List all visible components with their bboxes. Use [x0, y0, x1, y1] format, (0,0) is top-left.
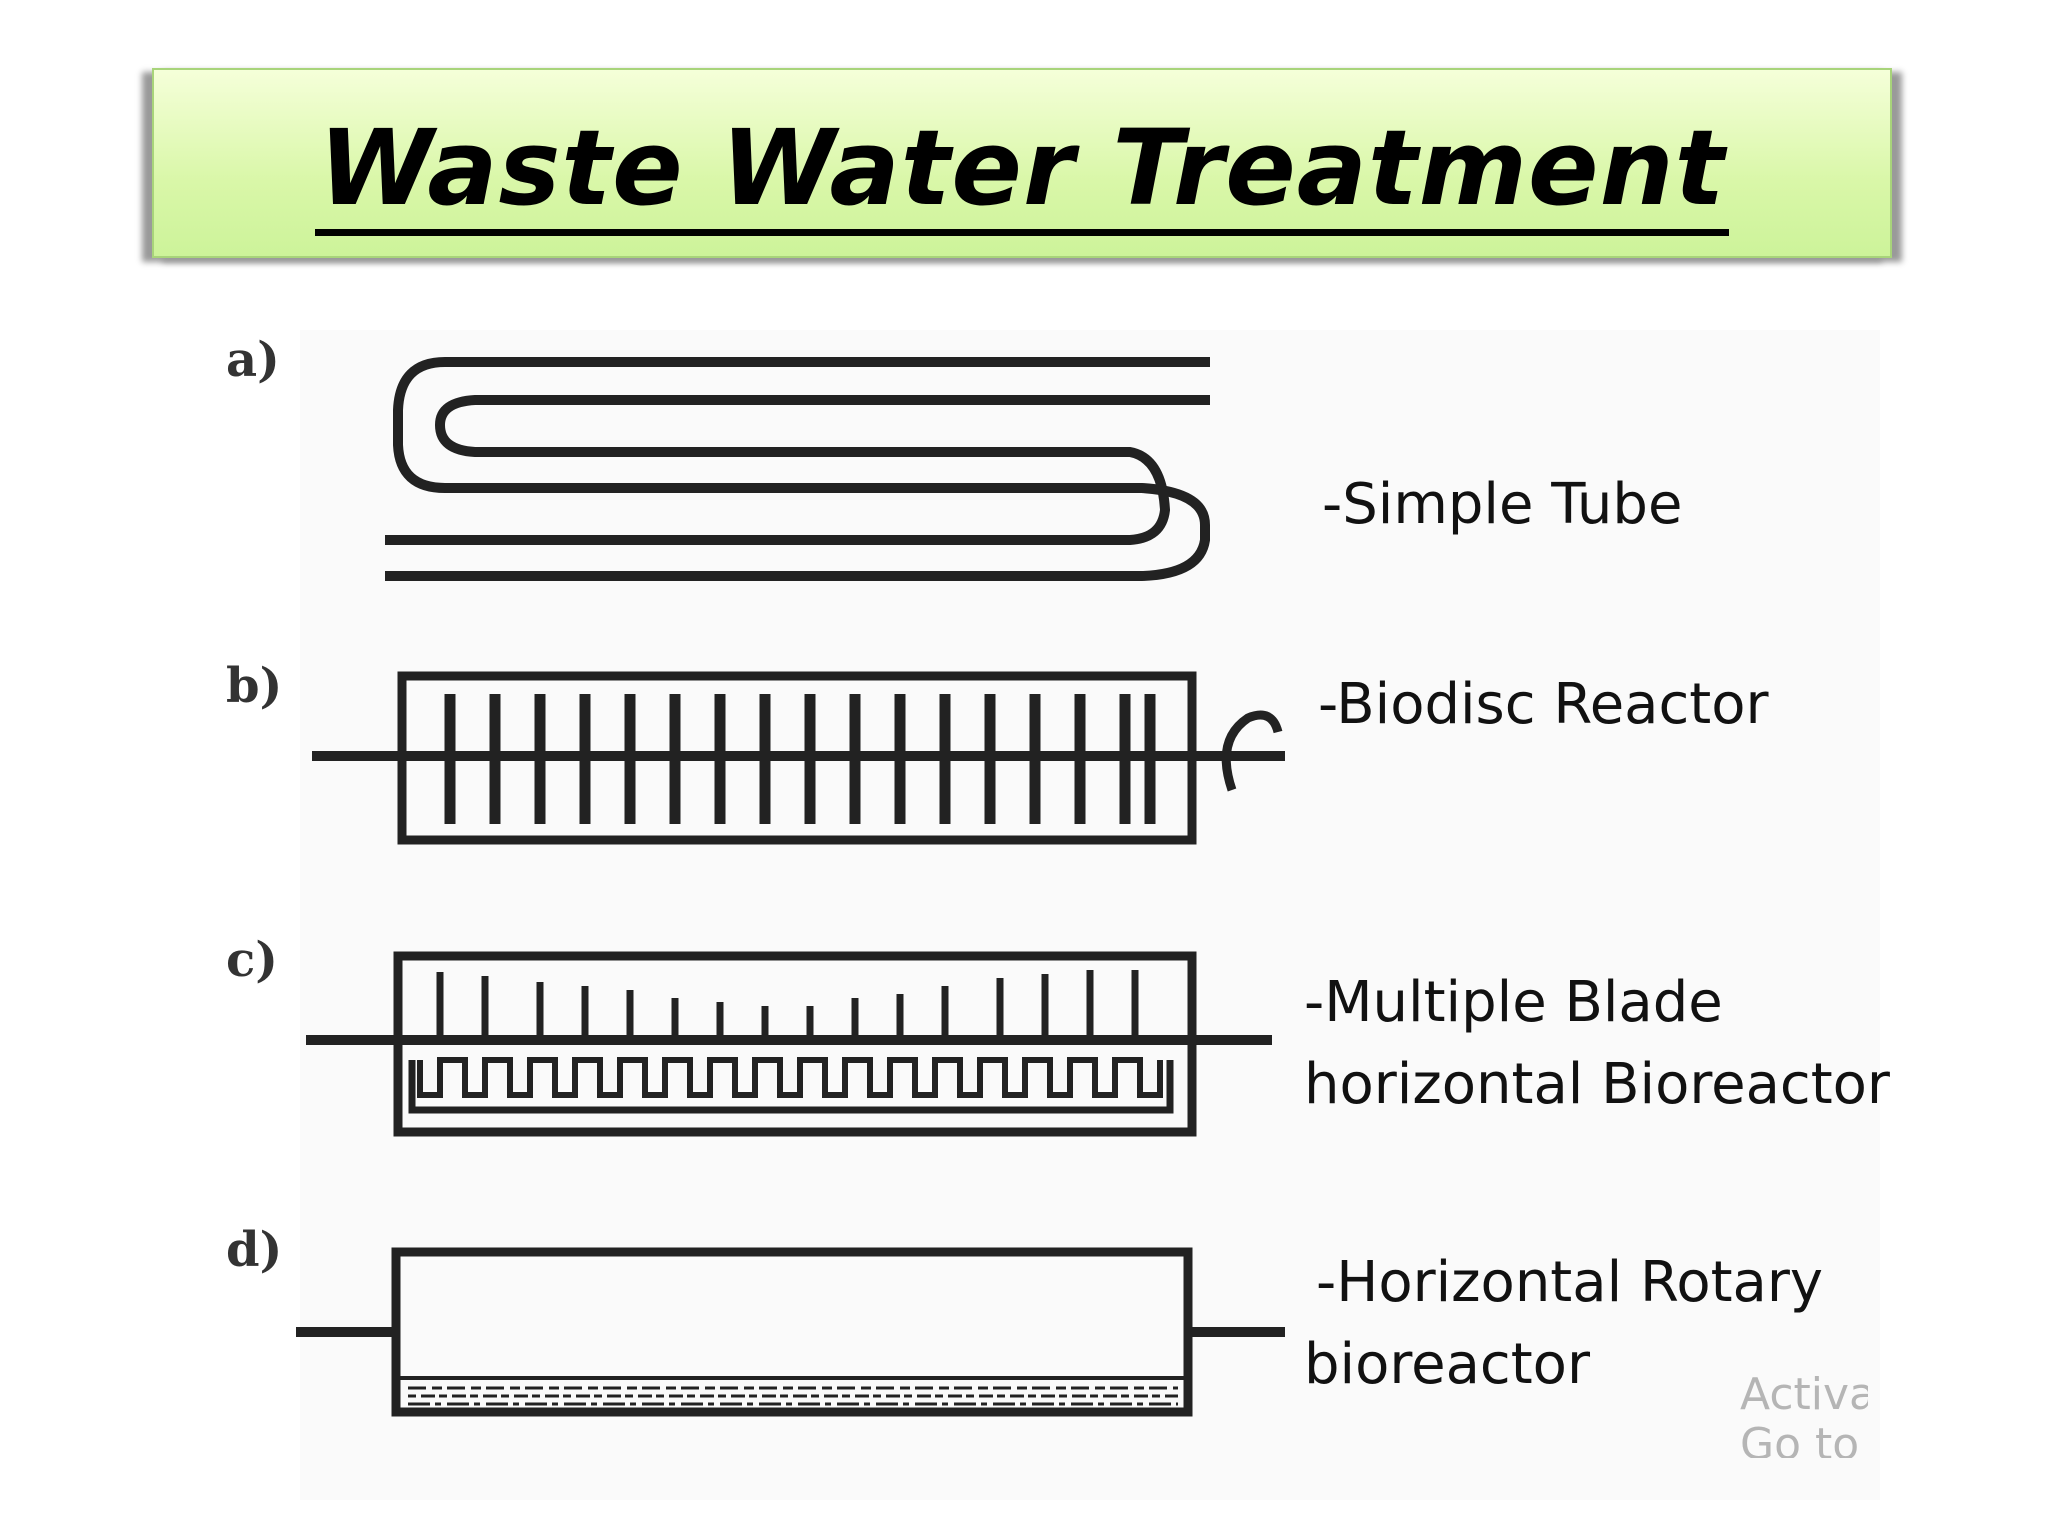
diagram-d-letter: d): [226, 1222, 283, 1278]
watermark-line1: Activa: [1740, 1370, 1868, 1420]
activation-watermark: Activa Go to P: [1740, 1370, 1868, 1458]
label-multiple-blade: -Multiple Blade: [1304, 970, 1723, 1035]
label-multiple-blade-line2: horizontal Bioreactor: [1304, 1052, 1890, 1117]
diagram-panel: [300, 330, 1880, 1500]
diagram-c-letter: c): [226, 932, 278, 988]
diagram-a-letter: a): [226, 332, 280, 388]
diagram-a-simple-tube: [385, 357, 1210, 581]
diagram-d-horizontal-rotary: [296, 1247, 1285, 1417]
label-horizontal-rotary-line2: bioreactor: [1304, 1332, 1590, 1397]
title-text: Waste Water Treatment: [314, 107, 1730, 236]
title-banner: Waste Water Treatment: [152, 68, 1892, 258]
diagram-b-letter: b): [226, 658, 283, 714]
label-biodisc-reactor: -Biodisc Reactor: [1318, 672, 1769, 737]
watermark-line2: Go to P: [1740, 1419, 1868, 1459]
diagram-b-biodisc-reactor: [312, 671, 1285, 845]
page-title: Waste Water Treatment: [154, 107, 1890, 236]
label-simple-tube: -Simple Tube: [1322, 472, 1683, 537]
label-horizontal-rotary: -Horizontal Rotary: [1316, 1250, 1824, 1315]
diagram-c-multiple-blade: [306, 951, 1272, 1137]
